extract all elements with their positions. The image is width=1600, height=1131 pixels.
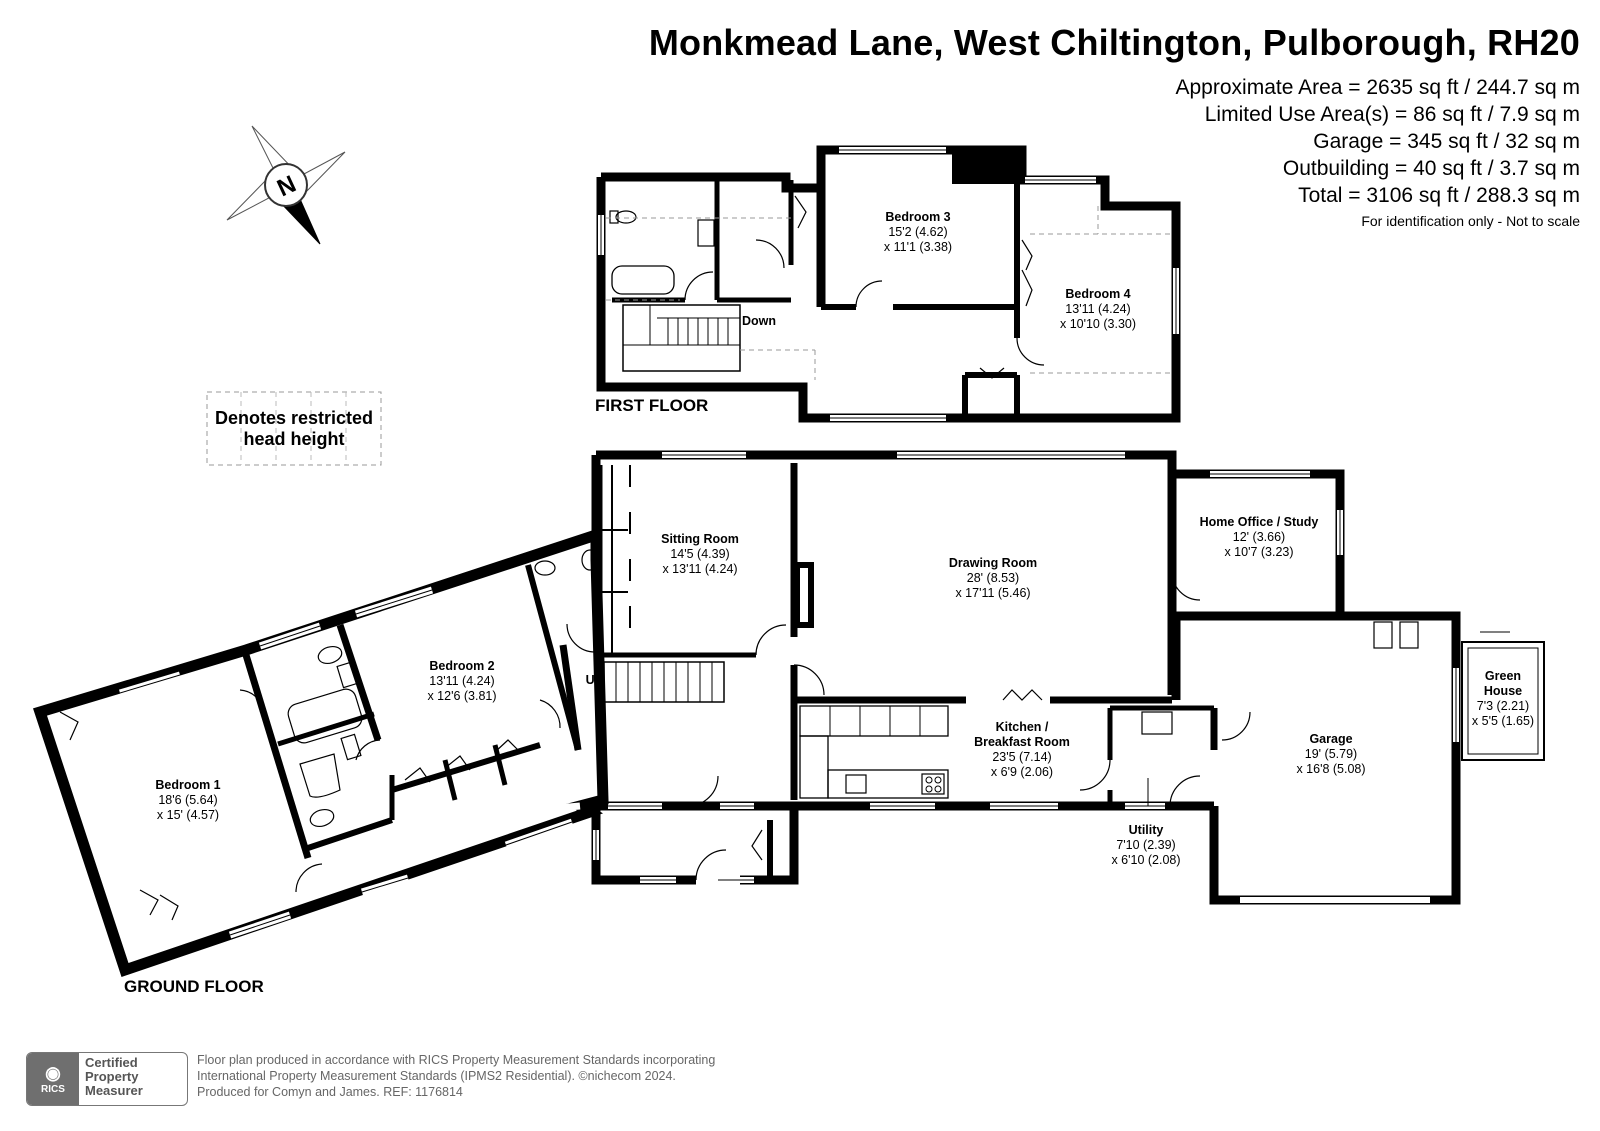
stairs-up-label: Up — [586, 673, 603, 687]
first-floor-plan — [596, 145, 1181, 423]
garage-name: Garage — [1309, 732, 1352, 746]
footer-line-1: Floor plan produced in accordance with R… — [197, 1053, 716, 1067]
kitchen-name-1: Kitchen / — [996, 720, 1049, 734]
bedroom1-name: Bedroom 1 — [155, 778, 220, 792]
drawing-name: Drawing Room — [949, 556, 1037, 570]
badge-line-2: Property — [85, 1069, 139, 1084]
bedroom1-dim2: x 15' (4.57) — [157, 808, 219, 822]
legend-dashed-box — [206, 391, 382, 466]
garage-dim2: x 16'8 (5.08) — [1296, 762, 1365, 776]
badge-line-1: Certified — [85, 1055, 138, 1070]
footer-line-2: International Property Measurement Stand… — [197, 1069, 676, 1083]
badge-line-3: Measurer — [85, 1083, 143, 1098]
ground-floor-plan — [33, 450, 1545, 977]
legend-line-1: Denotes restricted — [214, 407, 374, 428]
scale-note: For identification only - Not to scale — [1361, 213, 1580, 229]
bedroom2-dim2: x 12'6 (3.81) — [427, 689, 496, 703]
bedroom2-dim1: 13'11 (4.24) — [429, 674, 494, 688]
greenhouse-name-1: Green — [1485, 669, 1521, 683]
legend-line-2: head height — [243, 428, 345, 449]
compass-icon: N — [226, 125, 346, 245]
utility-name: Utility — [1129, 823, 1164, 837]
drawing-dim1: 28' (8.53) — [967, 571, 1019, 585]
area-summary: Approximate Area = 2635 sq ft / 244.7 sq… — [1176, 74, 1581, 229]
sitting-dim2: x 13'11 (4.24) — [662, 562, 737, 576]
footer-line-3: Produced for Comyn and James. REF: 11768… — [197, 1085, 463, 1099]
kitchen-name-2: Breakfast Room — [974, 735, 1070, 749]
bedroom4-dim2: x 10'10 (3.30) — [1060, 317, 1136, 331]
badge-text: Certified Property Measurer — [79, 1053, 149, 1105]
footer-note: Floor plan produced in accordance with R… — [197, 1052, 715, 1100]
rics-logo-icon: ◉ RICS — [27, 1053, 79, 1105]
bedroom2-name: Bedroom 2 — [429, 659, 494, 673]
utility-dim1: 7'10 (2.39) — [1116, 838, 1175, 852]
bedroom1-dim1: 18'6 (5.64) — [158, 793, 217, 807]
greenhouse-dim1: 7'3 (2.21) — [1477, 699, 1529, 713]
ground-floor-title: GROUND FLOOR — [124, 977, 264, 996]
restricted-height-legend: Denotes restricted head height — [206, 391, 382, 466]
page-title: Monkmead Lane, West Chiltington, Pulboro… — [648, 22, 1580, 63]
garage-dim1: 19' (5.79) — [1305, 747, 1357, 761]
kitchen-dim1: 23'5 (7.14) — [992, 750, 1051, 764]
greenhouse-name-2: House — [1484, 684, 1522, 698]
office-dim2: x 10'7 (3.23) — [1224, 545, 1293, 559]
area-limited: Limited Use Area(s) = 86 sq ft / 7.9 sq … — [1204, 103, 1580, 126]
area-total: Total = 3106 sq ft / 288.3 sq m — [1298, 184, 1580, 207]
first-floor-title: FIRST FLOOR — [595, 396, 708, 415]
sitting-dim1: 14'5 (4.39) — [670, 547, 729, 561]
bedroom4-name: Bedroom 4 — [1065, 287, 1130, 301]
kitchen-dim2: x 6'9 (2.06) — [991, 765, 1053, 779]
utility-dim2: x 6'10 (2.08) — [1111, 853, 1180, 867]
rics-logo-text: RICS — [41, 1084, 65, 1095]
bedroom3-dim2: x 11'1 (3.38) — [884, 240, 952, 254]
area-outbuilding: Outbuilding = 40 sq ft / 3.7 sq m — [1282, 157, 1580, 180]
office-dim1: 12' (3.66) — [1233, 530, 1285, 544]
area-garage: Garage = 345 sq ft / 32 sq m — [1313, 130, 1580, 153]
sitting-name: Sitting Room — [661, 532, 739, 546]
stairs-down-label: Down — [742, 314, 776, 328]
bedroom4-dim1: 13'11 (4.24) — [1065, 302, 1130, 316]
office-name: Home Office / Study — [1200, 515, 1319, 529]
bedroom3-dim1: 15'2 (4.62) — [888, 225, 947, 239]
rics-badge: ◉ RICS Certified Property Measurer — [26, 1052, 188, 1106]
ground-floor-labels: Sitting Room 14'5 (4.39) x 13'11 (4.24) … — [124, 515, 1534, 996]
drawing-dim2: x 17'11 (5.46) — [955, 586, 1030, 600]
area-approx: Approximate Area = 2635 sq ft / 244.7 sq… — [1175, 76, 1581, 99]
greenhouse-dim2: x 5'5 (1.65) — [1472, 714, 1534, 728]
bedroom3-name: Bedroom 3 — [885, 210, 950, 224]
first-floor-labels: Bedroom 3 15'2 (4.62) x 11'1 (3.38) Bedr… — [595, 210, 1136, 415]
